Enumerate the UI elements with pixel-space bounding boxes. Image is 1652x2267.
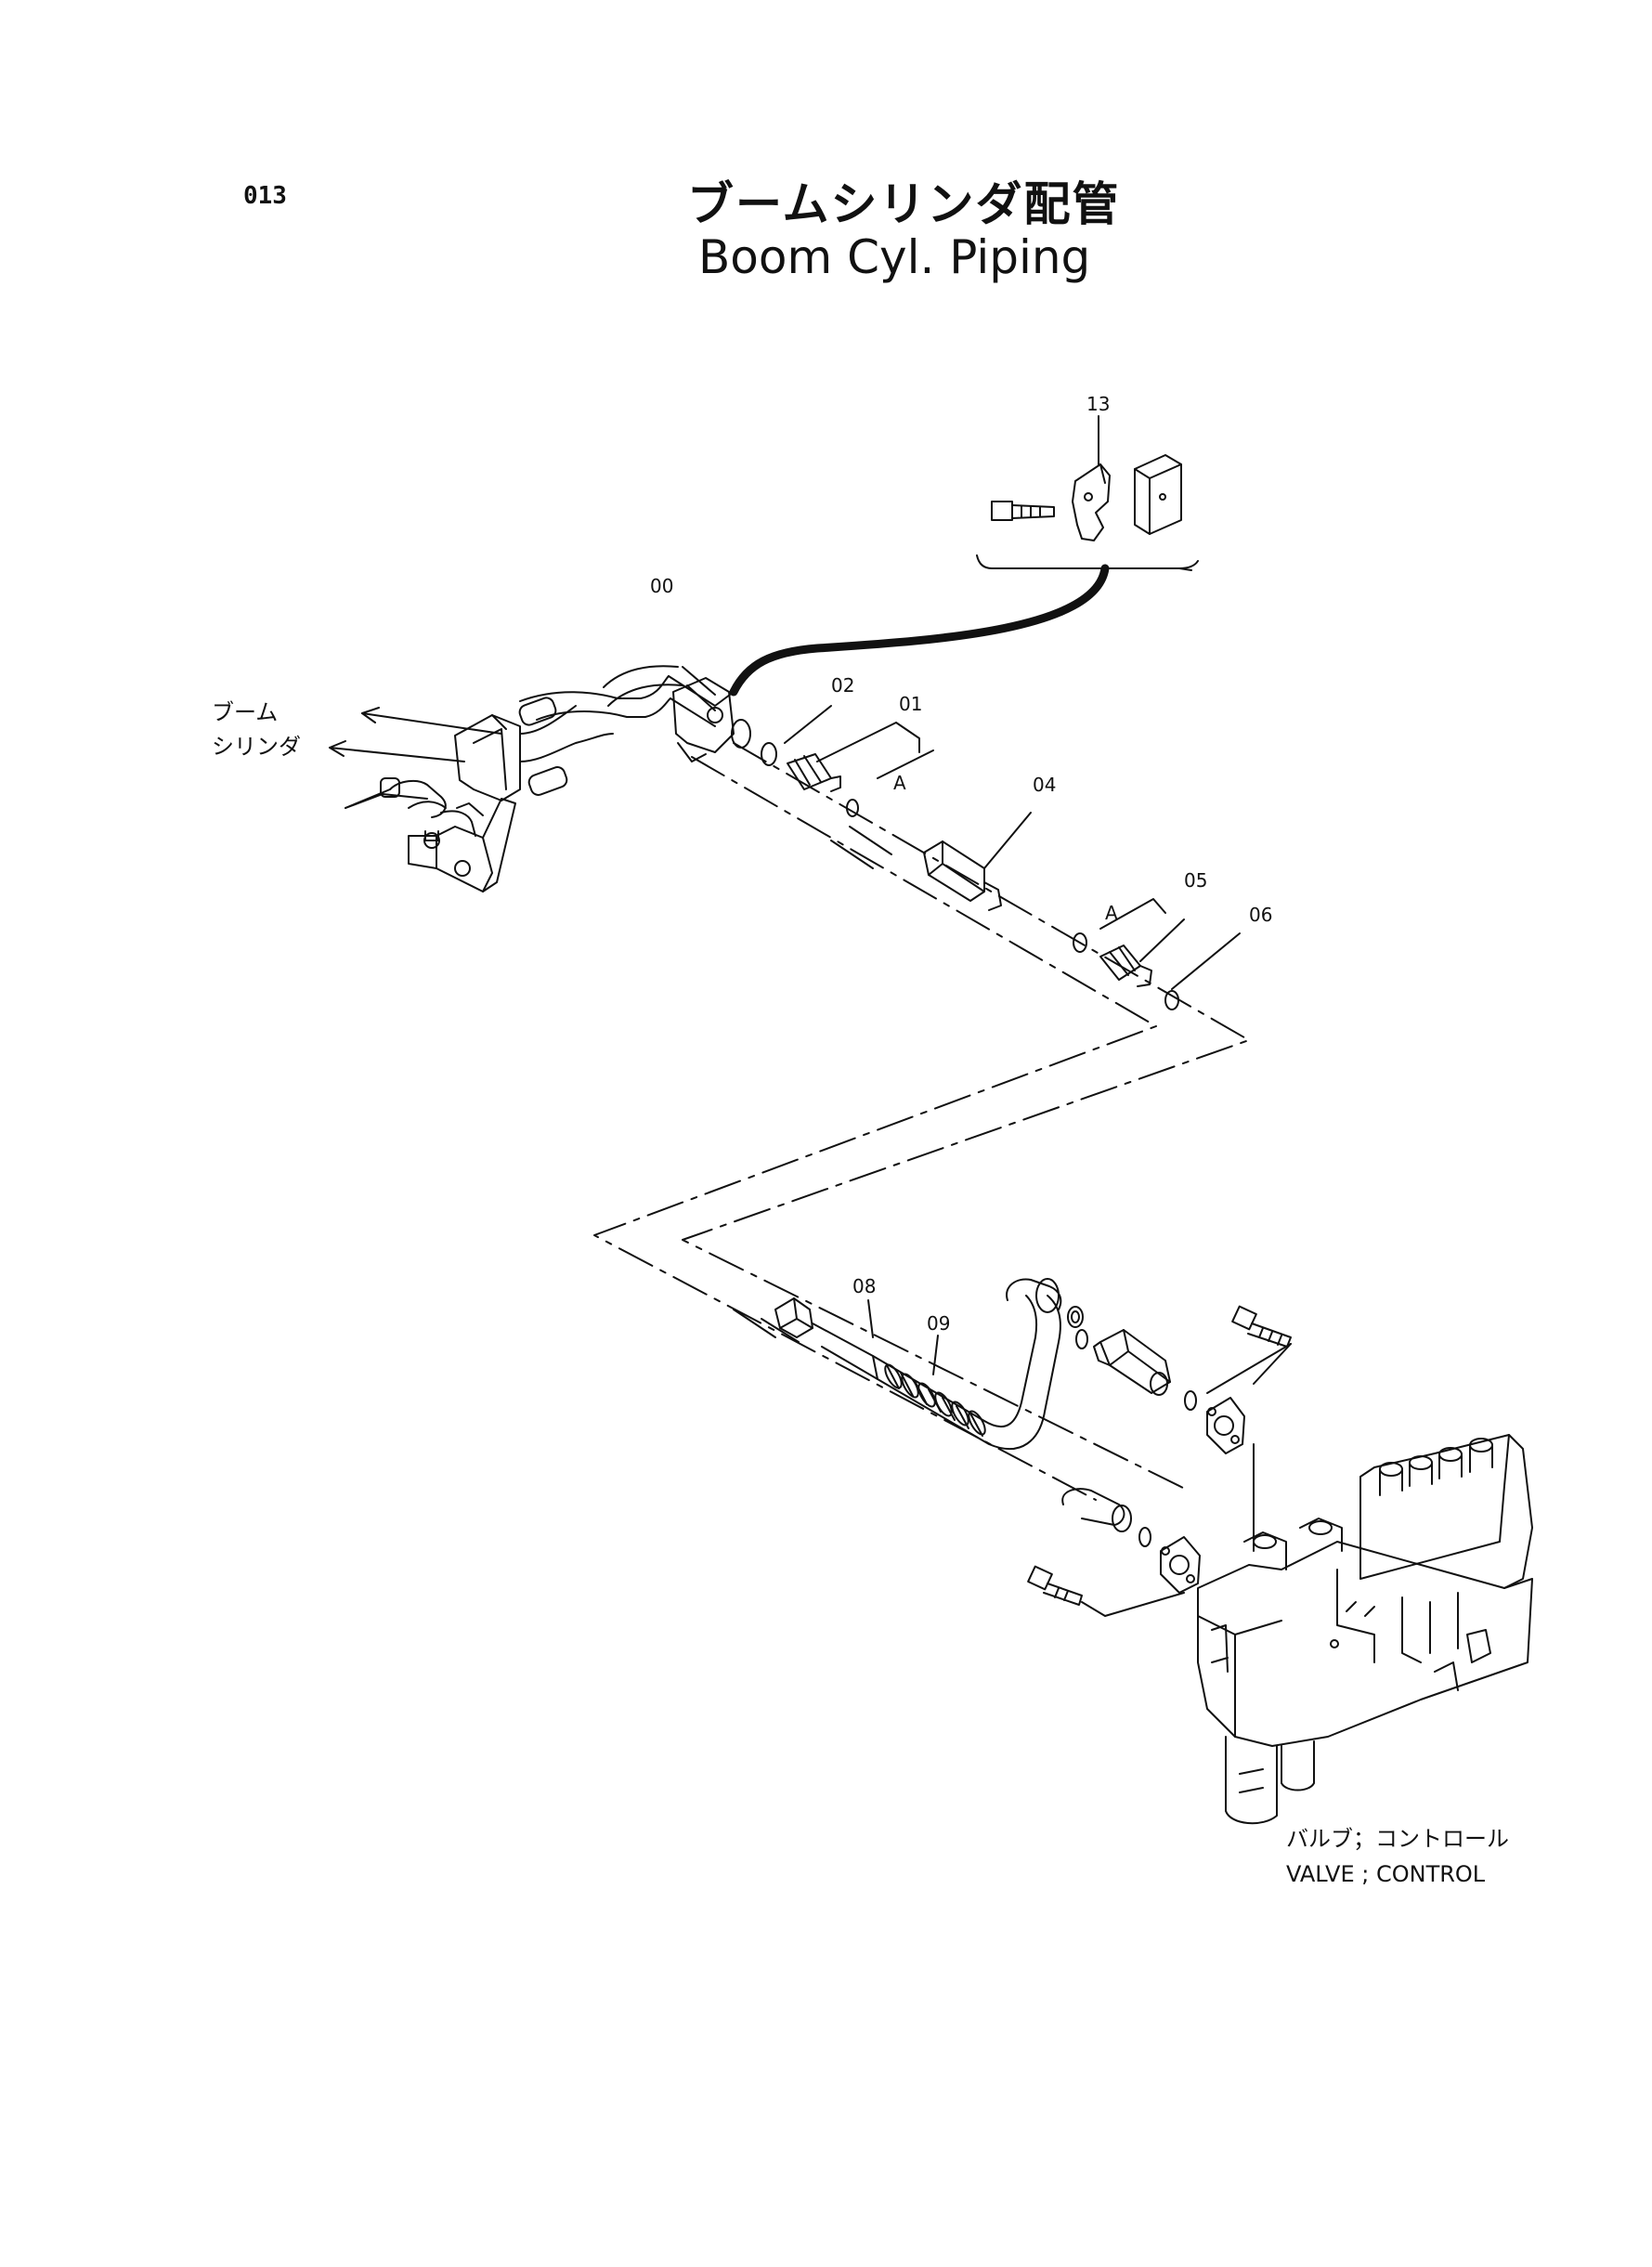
callout-labels: 13 00 02 01 A 04 05 A 06 08 09 ブーム シリンダ … bbox=[212, 393, 1509, 1887]
boom-cylinder-arrows bbox=[329, 707, 502, 762]
title-english: Boom Cyl. Piping bbox=[698, 230, 1091, 284]
callout-a-left: A bbox=[893, 772, 906, 794]
flange-bolt-lower bbox=[1027, 1565, 1083, 1606]
clamp-bracket-line bbox=[976, 554, 1199, 569]
oring-02 bbox=[761, 742, 777, 766]
control-valve-label-jp: バルブ；コントロール bbox=[1286, 1826, 1509, 1852]
clamp-rubber-block bbox=[1134, 454, 1182, 535]
flange-bolt-upper bbox=[1231, 1305, 1292, 1348]
clamp-set-13 bbox=[976, 415, 1199, 571]
callout-06: 06 bbox=[1249, 904, 1272, 926]
split-flange-upper bbox=[1206, 1397, 1245, 1454]
clamp-half bbox=[1072, 463, 1111, 541]
adapter-05 bbox=[1099, 945, 1152, 987]
clamp-bolt bbox=[991, 501, 1055, 521]
callout-08: 08 bbox=[852, 1275, 876, 1297]
control-valve-body bbox=[1197, 1434, 1533, 1825]
boom-cylinder-hose-block bbox=[345, 665, 735, 892]
hose-09 bbox=[872, 1278, 1084, 1450]
adapter-01 bbox=[787, 753, 841, 792]
callout-a-right: A bbox=[1105, 902, 1118, 924]
callout-01: 01 bbox=[899, 693, 922, 715]
flange-group-lower bbox=[1027, 1488, 1201, 1617]
hose-fitting-08 bbox=[774, 1297, 878, 1380]
callout-09: 09 bbox=[927, 1312, 950, 1335]
fitting-row-upper bbox=[761, 705, 1241, 1010]
boom-cylinder-label-line1: ブーム bbox=[212, 699, 278, 725]
callout-05: 05 bbox=[1184, 869, 1207, 892]
bundle-wire bbox=[729, 564, 1110, 697]
flange-group-upper bbox=[1075, 1305, 1292, 1552]
pipe-clamp-fitting bbox=[672, 677, 751, 762]
callout-00: 00 bbox=[650, 575, 673, 597]
union-04 bbox=[923, 840, 1002, 911]
oring-a-left bbox=[846, 799, 859, 817]
title-japanese: ブームシリンダ配管 bbox=[687, 177, 1121, 231]
oring-a-right bbox=[1073, 932, 1087, 953]
control-valve-label-en: VALVE ; CONTROL bbox=[1286, 1861, 1486, 1887]
callout-13: 13 bbox=[1086, 393, 1110, 415]
callout-02: 02 bbox=[831, 674, 854, 697]
straight-adapter bbox=[1093, 1329, 1171, 1396]
hose-sleeve bbox=[1061, 1488, 1125, 1526]
page-number: 013 bbox=[243, 182, 287, 210]
boom-cylinder-label-line2: シリンダ bbox=[212, 734, 301, 760]
oring-06 bbox=[1164, 990, 1179, 1010]
callout-04: 04 bbox=[1033, 774, 1056, 796]
lower-hose-assembly bbox=[774, 1278, 1084, 1450]
split-flange-lower bbox=[1160, 1536, 1201, 1594]
main-pipe-run bbox=[593, 742, 1250, 1501]
